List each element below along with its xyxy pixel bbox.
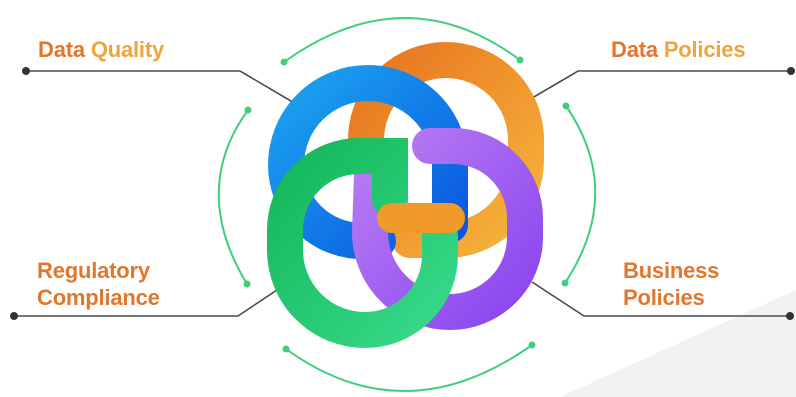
connector-business-policies (531, 281, 790, 317)
arrow-right (564, 105, 597, 284)
connector-data-quality (26, 70, 297, 105)
connector-dot-data-quality (22, 67, 30, 75)
connector-data-policies (521, 70, 791, 105)
label-policies-line2: Policies (623, 285, 705, 310)
label-data-quality-word1: Data (38, 37, 85, 62)
cycle-arrows (217, 17, 597, 392)
arrow-top (283, 17, 521, 63)
label-business-line1: Business (623, 258, 720, 283)
label-business-policies: Business Policies (623, 257, 719, 311)
arrow-bottom (285, 344, 533, 392)
connector-dot-data-policies (787, 67, 795, 75)
label-data-quality: Data Quality (38, 37, 164, 63)
ring-purple (351, 128, 543, 331)
ring-blue (267, 65, 468, 259)
label-data-policies-word2: Policies (663, 37, 746, 62)
connector-dot-regulatory-compliance (10, 312, 18, 320)
ring-green (267, 138, 458, 349)
label-compliance-line2: Compliance (37, 285, 160, 310)
connector-regulatory-compliance (14, 283, 287, 317)
label-regulatory-line1: Regulatory (37, 258, 150, 283)
label-data-quality-word2: Quality (90, 37, 164, 62)
label-data-policies-word1: Data (611, 37, 658, 62)
label-data-policies: Data Policies (611, 37, 746, 63)
interlocked-rings (267, 42, 544, 349)
connector-dot-business-policies (786, 312, 794, 320)
label-regulatory-compliance: Regulatory Compliance (37, 257, 160, 311)
arrow-left (217, 109, 249, 285)
connector-lines (10, 67, 795, 320)
